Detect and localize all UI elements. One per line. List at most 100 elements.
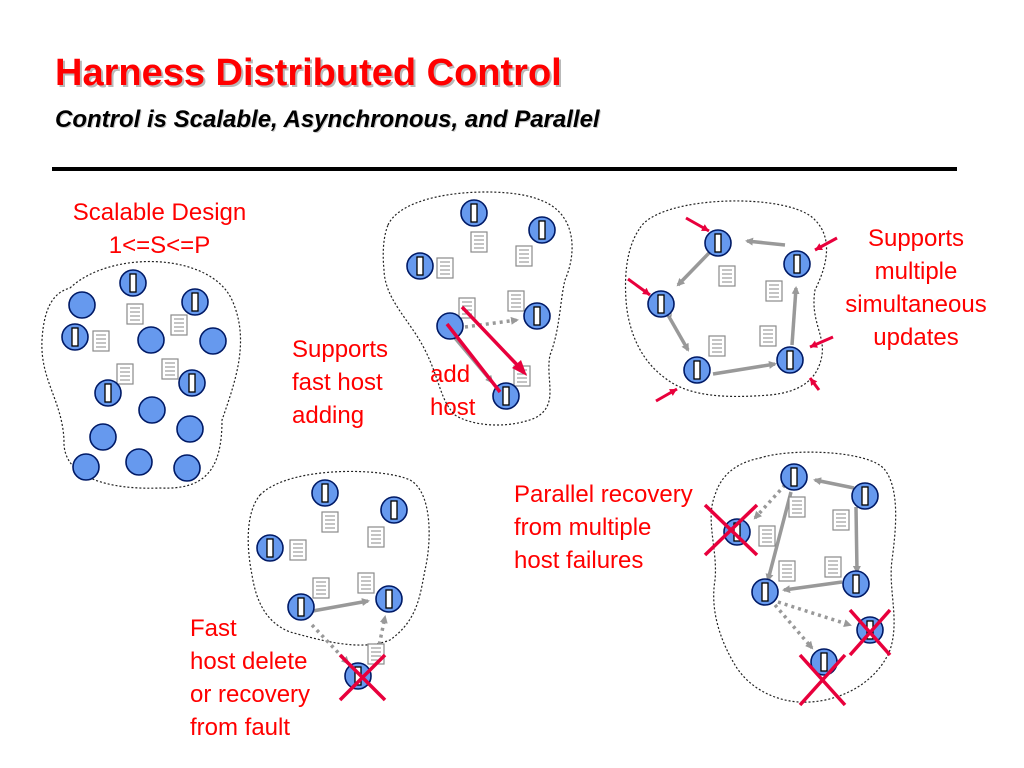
host-nodes <box>61 199 884 690</box>
failure-cross-icon <box>798 653 847 707</box>
daemon-icon <box>693 360 701 380</box>
host-node <box>842 570 870 598</box>
host-node <box>647 290 675 318</box>
host-node <box>780 463 808 491</box>
document-icon <box>367 526 385 548</box>
host-node <box>751 578 779 606</box>
document-icon <box>515 245 533 267</box>
failure-markers <box>338 503 892 707</box>
host-node <box>181 288 209 316</box>
host-node <box>94 379 122 407</box>
daemon-icon <box>861 486 869 506</box>
host-node <box>61 323 89 351</box>
document-icon <box>788 496 806 518</box>
daemon-icon <box>321 483 329 503</box>
daemon-icon <box>852 574 860 594</box>
cluster-boundary-delete <box>247 470 430 646</box>
document-icon <box>312 577 330 599</box>
host-node <box>178 369 206 397</box>
daemon-icon <box>786 350 794 370</box>
failure-cross-icon <box>338 653 387 702</box>
daemon-icon <box>191 292 199 312</box>
host-node <box>683 356 711 384</box>
document-icon <box>92 330 110 352</box>
daemon-icon <box>820 652 828 672</box>
update-arrow-icon <box>627 277 651 297</box>
daemon-icon <box>502 386 510 406</box>
document-icon <box>758 525 776 547</box>
label-fast-delete: Fast host delete or recovery from fault <box>190 615 311 741</box>
host-node <box>406 252 434 280</box>
host-node <box>851 482 879 510</box>
host-node <box>199 327 227 355</box>
recovery-arrows <box>310 316 852 666</box>
host-node <box>287 593 315 621</box>
label-parallel-recovery: Parallel recovery from multiple host fai… <box>514 481 693 574</box>
cluster-boundary-add <box>382 191 573 426</box>
host-node <box>125 448 153 476</box>
daemon-icon <box>188 373 196 393</box>
host-node <box>380 496 408 524</box>
update-arrow-icon <box>685 216 710 233</box>
document-icon <box>436 257 454 279</box>
host-node <box>138 396 166 424</box>
host-node <box>311 479 339 507</box>
label-fast-host-adding: Supports fast host adding <box>292 336 389 429</box>
document-icon <box>765 280 783 302</box>
daemon-icon <box>104 383 112 403</box>
host-node <box>460 199 488 227</box>
update-indicators <box>627 216 838 403</box>
daemon-icon <box>538 220 546 240</box>
label-add-host: add host <box>430 361 476 421</box>
label-simultaneous-updates: Supports multiple simultaneous updates <box>845 225 987 351</box>
document-icon <box>824 556 842 578</box>
label-scalable-design: Scalable Design 1<=S<=P <box>72 199 247 259</box>
document-icon <box>507 290 525 312</box>
host-node <box>89 423 117 451</box>
document-icon <box>170 314 188 336</box>
host-node <box>119 269 147 297</box>
control-arrows <box>306 237 861 614</box>
host-node <box>68 291 96 319</box>
host-node <box>528 216 556 244</box>
host-node <box>173 454 201 482</box>
document-icon <box>470 231 488 253</box>
document-icon <box>161 358 179 380</box>
daemon-icon <box>657 294 665 314</box>
update-arrow-icon <box>655 387 678 403</box>
update-arrow-icon <box>808 377 821 391</box>
document-icon <box>759 325 777 347</box>
daemon-icon <box>761 582 769 602</box>
document-icon <box>708 335 726 357</box>
host-node <box>523 302 551 330</box>
host-node <box>72 453 100 481</box>
document-icon <box>832 509 850 531</box>
host-node <box>344 662 372 690</box>
add-host-arrow <box>445 305 527 394</box>
update-arrow-icon <box>814 236 838 252</box>
host-node <box>256 534 284 562</box>
host-node <box>704 229 732 257</box>
daemon-icon <box>266 538 274 558</box>
daemon-icon <box>790 467 798 487</box>
daemon-icon <box>297 597 305 617</box>
document-icon <box>289 539 307 561</box>
document-icon <box>778 560 796 582</box>
daemon-icon <box>533 306 541 326</box>
host-node <box>375 585 403 613</box>
slide-title: Harness Distributed Control <box>55 52 562 94</box>
host-node <box>137 326 165 354</box>
document-icon <box>357 572 375 594</box>
daemon-icon <box>71 327 79 347</box>
document-icon <box>367 643 385 665</box>
document-icon <box>116 363 134 385</box>
slide-subtitle: Control is Scalable, Asynchronous, and P… <box>55 106 600 133</box>
daemon-icon <box>416 256 424 276</box>
host-node <box>783 250 811 278</box>
daemon-icon <box>714 233 722 253</box>
document-icon <box>718 265 736 287</box>
daemon-icon <box>129 273 137 293</box>
update-arrow-icon <box>809 335 834 349</box>
host-node <box>176 415 204 443</box>
